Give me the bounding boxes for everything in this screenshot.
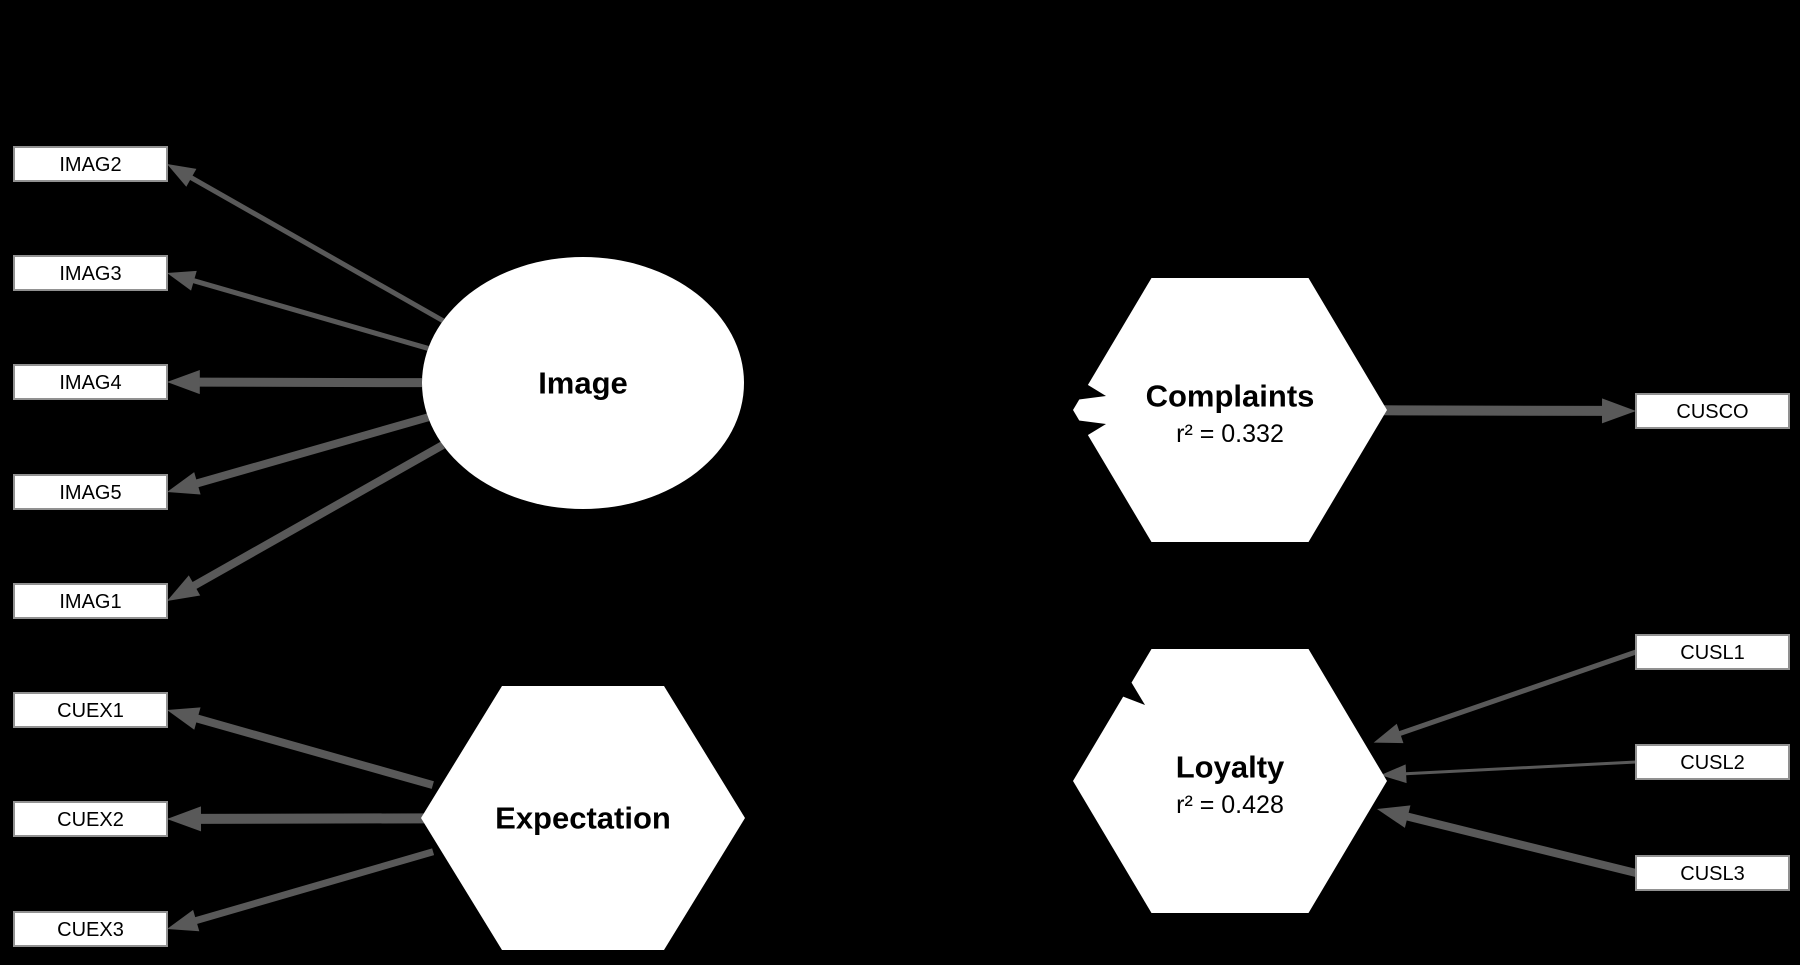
imag2-label: IMAG2 <box>59 154 121 176</box>
arrowhead-cusl3-loyalty <box>1376 805 1411 828</box>
path-cusl2-loyalty <box>1403 760 1637 776</box>
arrowhead-expectation-cuex2 <box>167 806 202 832</box>
cuex1-label: CUEX1 <box>57 700 124 722</box>
loyalty-label: Loyalty <box>1176 750 1285 785</box>
cusl1-box <box>1635 634 1790 670</box>
cusl2-label: CUSL2 <box>1680 752 1744 774</box>
complaints-shape <box>1073 278 1387 542</box>
indicator-imag1: IMAG1 <box>13 583 168 619</box>
complaints-rsquared-label: r² = 0.332 <box>1176 420 1284 448</box>
path-complaints-cusco <box>1380 405 1606 416</box>
cusl1-label: CUSL1 <box>1680 642 1744 664</box>
cuex3-box <box>13 911 168 947</box>
path-expectation-cuex2 <box>197 813 428 824</box>
cusl3-label: CUSL3 <box>1680 863 1744 885</box>
indicator-cusl2: CUSL2 <box>1635 744 1790 780</box>
path-expectation-cuex1 <box>193 713 434 789</box>
indicator-imag2: IMAG2 <box>13 146 168 182</box>
indicator-cuex3: CUEX3 <box>13 911 168 947</box>
path-cusl1-loyalty <box>1396 649 1637 737</box>
imag2-box <box>13 146 168 182</box>
indicator-cuex2: CUEX2 <box>13 801 168 837</box>
arrowhead-cusl1-loyalty <box>1373 723 1404 744</box>
imag1-box <box>13 583 168 619</box>
construct-image: Image <box>422 257 744 509</box>
arrowhead-cusl2-loyalty <box>1380 764 1407 784</box>
imag5-box <box>13 474 168 510</box>
paths-layer <box>167 164 1637 932</box>
arrowhead-complaints-cusco <box>1601 398 1636 424</box>
indicator-cusl1: CUSL1 <box>1635 634 1790 670</box>
path-image-imag5 <box>193 413 430 488</box>
cusco-label: CUSCO <box>1676 401 1748 423</box>
path-image-imag4 <box>196 377 423 388</box>
hidden-arrowheads-layer <box>1070 377 1145 705</box>
indicator-imag3: IMAG3 <box>13 255 168 291</box>
path-expectation-cuex3 <box>192 848 435 925</box>
imag4-box <box>13 364 168 400</box>
imag3-box <box>13 255 168 291</box>
path-image-imag2 <box>187 174 445 323</box>
construct-complaints: Complaints r² = 0.332 <box>1073 278 1387 542</box>
indicator-cuex1: CUEX1 <box>13 692 168 728</box>
cusco-box <box>1635 393 1790 429</box>
loyalty-shape <box>1073 649 1387 913</box>
image-label: Image <box>538 366 628 401</box>
construct-expectation: Expectation <box>421 686 745 950</box>
arrowhead-image-imag3 <box>167 270 197 291</box>
arrowhead-image-imag5 <box>167 472 201 495</box>
cuex1-box <box>13 692 168 728</box>
imag3-label: IMAG3 <box>59 263 121 285</box>
arrowhead-image-imag1 <box>167 575 201 601</box>
indicator-cusl3: CUSL3 <box>1635 855 1790 891</box>
indicator-imag4: IMAG4 <box>13 364 168 400</box>
imag4-label: IMAG4 <box>59 372 121 394</box>
cuex2-label: CUEX2 <box>57 809 124 831</box>
loyalty-rsquared-label: r² = 0.428 <box>1176 791 1284 819</box>
path-cusl3-loyalty <box>1403 812 1637 877</box>
hidden-arrowhead-1 <box>1070 377 1106 401</box>
expectation-label: Expectation <box>495 801 671 836</box>
arrowhead-expectation-cuex3 <box>167 909 200 932</box>
arrowhead-image-imag2 <box>167 164 197 187</box>
indicator-imag5: IMAG5 <box>13 474 168 510</box>
construct-loyalty: Loyalty r² = 0.428 <box>1073 649 1387 913</box>
hidden-arrowhead-2 <box>1070 419 1106 443</box>
path-image-imag1 <box>189 441 445 591</box>
indicator-cusco: CUSCO <box>1635 393 1790 429</box>
imag1-label: IMAG1 <box>59 591 121 613</box>
arrowhead-image-imag4 <box>167 370 200 395</box>
arrowhead-expectation-cuex1 <box>167 707 201 730</box>
cusl3-box <box>1635 855 1790 891</box>
imag5-label: IMAG5 <box>59 482 121 504</box>
image-shape <box>422 257 744 509</box>
cusl2-box <box>1635 744 1790 780</box>
expectation-shape <box>421 686 745 950</box>
path-image-imag3 <box>190 277 429 351</box>
nodes-layer: IMAG2IMAG3IMAG4IMAG5IMAG1CUEX1CUEX2CUEX3… <box>13 146 1790 950</box>
cuex3-label: CUEX3 <box>57 919 124 941</box>
complaints-label: Complaints <box>1146 379 1315 414</box>
cuex2-box <box>13 801 168 837</box>
hidden-arrowhead-3 <box>1113 676 1145 705</box>
